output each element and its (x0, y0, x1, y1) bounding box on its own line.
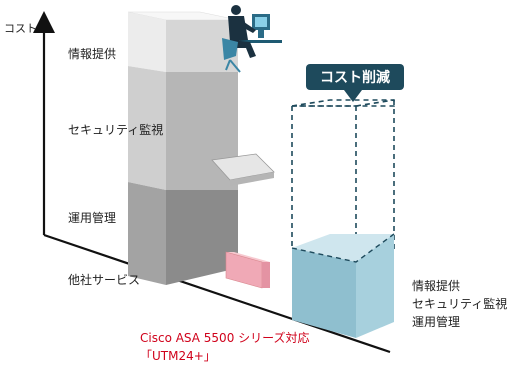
product-caption-line2: 「UTM24+」 (140, 349, 216, 363)
right-label-operation: 運用管理 (412, 314, 460, 329)
x-axis (43, 233, 391, 354)
block-info (127, 11, 239, 72)
cost-reduction-callout: コスト削減 (306, 64, 404, 102)
product-caption-line1: Cisco ASA 5500 シリーズ対応 (140, 330, 310, 345)
right-label-security: セキュリティ監視 (412, 296, 507, 311)
tray-icon (211, 153, 275, 186)
left-label-operation: 運用管理 (68, 210, 116, 225)
right-label-info: 情報提供 (412, 278, 460, 293)
left-label-security: セキュリティ監視 (68, 122, 163, 137)
person-at-desk-icon (222, 5, 282, 73)
left-label-other-services: 他社サービス (68, 272, 140, 287)
y-axis-label: コスト (4, 22, 37, 35)
callout-text: コスト削減 (320, 69, 390, 86)
left-label-info: 情報提供 (68, 46, 116, 61)
other-services-box (225, 251, 270, 289)
reduced-cost-box (291, 233, 395, 338)
block-operation (128, 182, 238, 285)
